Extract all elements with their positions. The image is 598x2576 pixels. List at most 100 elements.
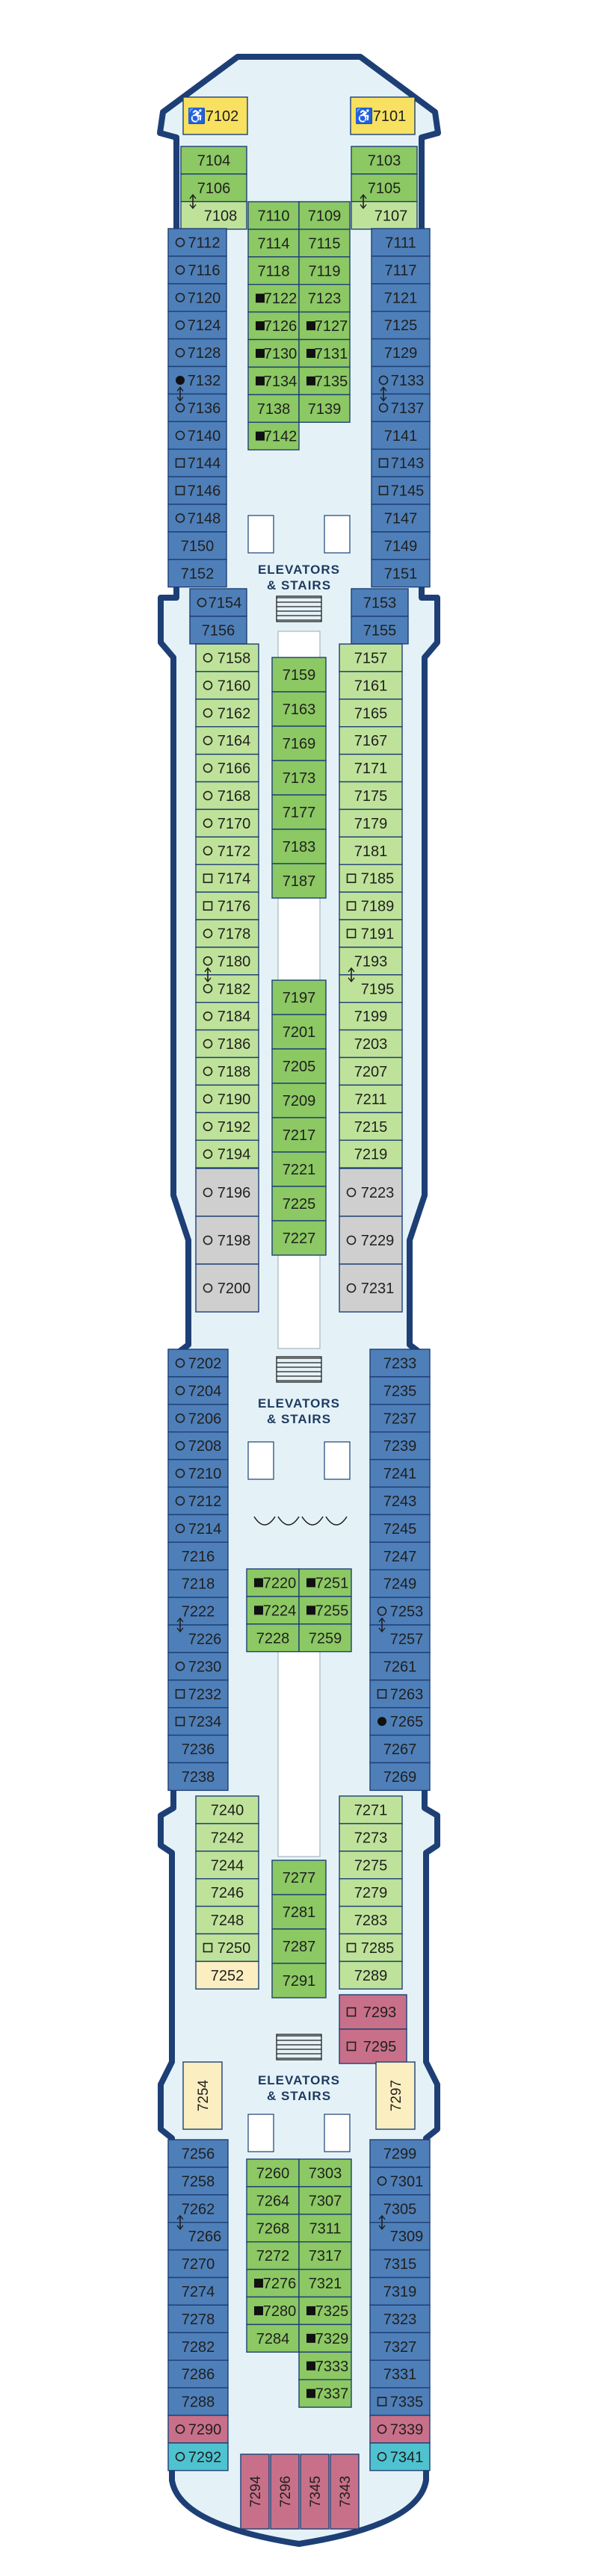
cabin-7181: 7181 (339, 836, 403, 865)
cabin-7307: 7307 (298, 2186, 352, 2215)
cabin-7220: 7220 (246, 1568, 300, 1597)
cabin-7105-box (351, 173, 418, 202)
cabin-7246-box (195, 1877, 259, 1907)
cabin-7327: 7327 (369, 2332, 431, 2361)
cabin-7250: 7250 (195, 1933, 259, 1963)
cabin-7240-box (195, 1795, 259, 1824)
cabin-7260: 7260 (246, 2158, 300, 2188)
cabin-7225-label: 7225 (283, 1196, 316, 1213)
cabin-7223-circle-icon (346, 1187, 357, 1198)
cabin-7178-label: 7178 (218, 926, 251, 942)
cabin-7247: 7247 (369, 1541, 431, 1570)
cabin-7219-box (339, 1139, 403, 1168)
cabin-7200: 7200 (195, 1263, 259, 1313)
cabin-7192-box (195, 1112, 259, 1141)
cabin-7296: 7296 (270, 2453, 300, 2530)
cabin-7283-box (339, 1905, 403, 1935)
cabin-7268: 7268 (246, 2214, 300, 2243)
cabin-7246: 7246 (195, 1877, 259, 1907)
cabin-7254: 7254 (182, 2061, 223, 2130)
cabin-7263-square-icon (377, 1688, 387, 1699)
cabin-7151-box (371, 559, 431, 588)
cabin-7230-label: 7230 (188, 1659, 222, 1675)
cabin-7301-circle-icon (377, 2176, 387, 2186)
cabin-7226-connecting-arrows-icon (176, 1617, 184, 1633)
cabin-7293-label: 7293 (363, 2004, 397, 2021)
cabin-7230-circle-icon (175, 1662, 185, 1671)
cabin-7299-label: 7299 (383, 2146, 417, 2162)
cabin-7127-filled-square-icon (306, 321, 315, 331)
cabin-7311: 7311 (298, 2214, 352, 2243)
cabin-7194: 7194 (195, 1139, 259, 1168)
cabin-7301-label: 7301 (390, 2173, 424, 2190)
cabin-7309: 7309 (369, 2214, 431, 2251)
cabin-7239: 7239 (369, 1431, 431, 1461)
cabin-7285: 7285 (339, 1933, 403, 1963)
cabin-7122-filled-square-icon (256, 294, 265, 303)
cabin-7329-label: 7329 (315, 2331, 349, 2347)
cabin-7209: 7209 (271, 1083, 327, 1118)
cabin-7329: 7329 (298, 2323, 352, 2353)
cabin-7102-accessible-icon: ♿ (188, 107, 206, 125)
cabin-7211-box (339, 1084, 403, 1114)
cabin-7244: 7244 (195, 1851, 259, 1880)
cabin-7274-label: 7274 (182, 2284, 215, 2300)
cabin-7311-label: 7311 (309, 2220, 341, 2237)
cabin-7305: 7305 (369, 2194, 431, 2223)
cabin-7115-box (298, 229, 351, 258)
cabin-7149: 7149 (371, 531, 431, 560)
cabin-7153-label: 7153 (363, 595, 397, 611)
cabins-layer: ♿7102♿7101710471067108710371057107711271… (167, 96, 431, 2530)
cabin-7239-label: 7239 (383, 1438, 417, 1455)
cabin-7259: 7259 (298, 1623, 352, 1653)
cabin-7144: 7144 (167, 448, 227, 477)
cabin-7234-label: 7234 (188, 1714, 222, 1730)
cabin-7290-label: 7290 (188, 2421, 222, 2438)
cabin-7230: 7230 (167, 1652, 229, 1681)
cabin-7293-square-icon (346, 2007, 357, 2017)
cabin-7180-circle-icon (203, 956, 213, 966)
cabin-7128-label: 7128 (188, 345, 221, 362)
cabin-7283: 7283 (339, 1905, 403, 1935)
cabin-7134-label: 7134 (264, 374, 298, 390)
cabin-7325: 7325 (298, 2296, 352, 2326)
cabin-7289-box (339, 1960, 403, 1990)
cabin-7165: 7165 (339, 699, 403, 728)
cabin-7197-box (271, 979, 327, 1015)
cabin-7131-label: 7131 (315, 346, 348, 362)
cabin-7291-box (271, 1963, 327, 1998)
cabin-7291-label: 7291 (283, 1973, 316, 1990)
cabin-7273-box (339, 1823, 403, 1852)
cabin-7158-label: 7158 (218, 650, 251, 666)
cabin-7252-label: 7252 (211, 1968, 244, 1984)
cabin-7144-label: 7144 (188, 456, 221, 472)
cabin-7190-label: 7190 (218, 1092, 251, 1108)
cabin-7244-box (195, 1851, 259, 1880)
cabin-7291: 7291 (271, 1963, 327, 1998)
cabin-7117: 7117 (371, 256, 431, 285)
cabin-7167-label: 7167 (354, 733, 388, 749)
cabin-7157-label: 7157 (354, 650, 388, 666)
cabin-7111-label: 7111 (385, 235, 416, 251)
cabin-7188: 7188 (195, 1056, 259, 1086)
cabin-7280: 7280 (246, 2296, 300, 2326)
cabin-7134: 7134 (247, 366, 300, 395)
cabin-7112-circle-icon (175, 238, 185, 247)
cabin-7114: 7114 (247, 229, 300, 258)
cabin-7108: 7108 (180, 193, 247, 230)
cabin-7236: 7236 (167, 1734, 229, 1764)
cabin-7345-box (300, 2453, 330, 2530)
cabin-7197-label: 7197 (283, 990, 316, 1006)
cabin-7111: 7111 (371, 228, 431, 257)
cabin-7255-label: 7255 (315, 1603, 349, 1619)
cabin-7178: 7178 (195, 919, 259, 948)
cabin-7138-label: 7138 (257, 401, 291, 418)
cabin-7115-label: 7115 (308, 235, 340, 252)
cabin-7195: 7195 (339, 967, 403, 1003)
cabin-7237: 7237 (369, 1404, 431, 1433)
cabin-7156-label: 7156 (202, 622, 235, 639)
cabin-7266-connecting-arrows-icon (176, 2214, 184, 2230)
cabin-7269-box (369, 1762, 431, 1792)
venue-3-elevator-left (247, 2114, 274, 2152)
cabin-7315-box (369, 2249, 431, 2279)
